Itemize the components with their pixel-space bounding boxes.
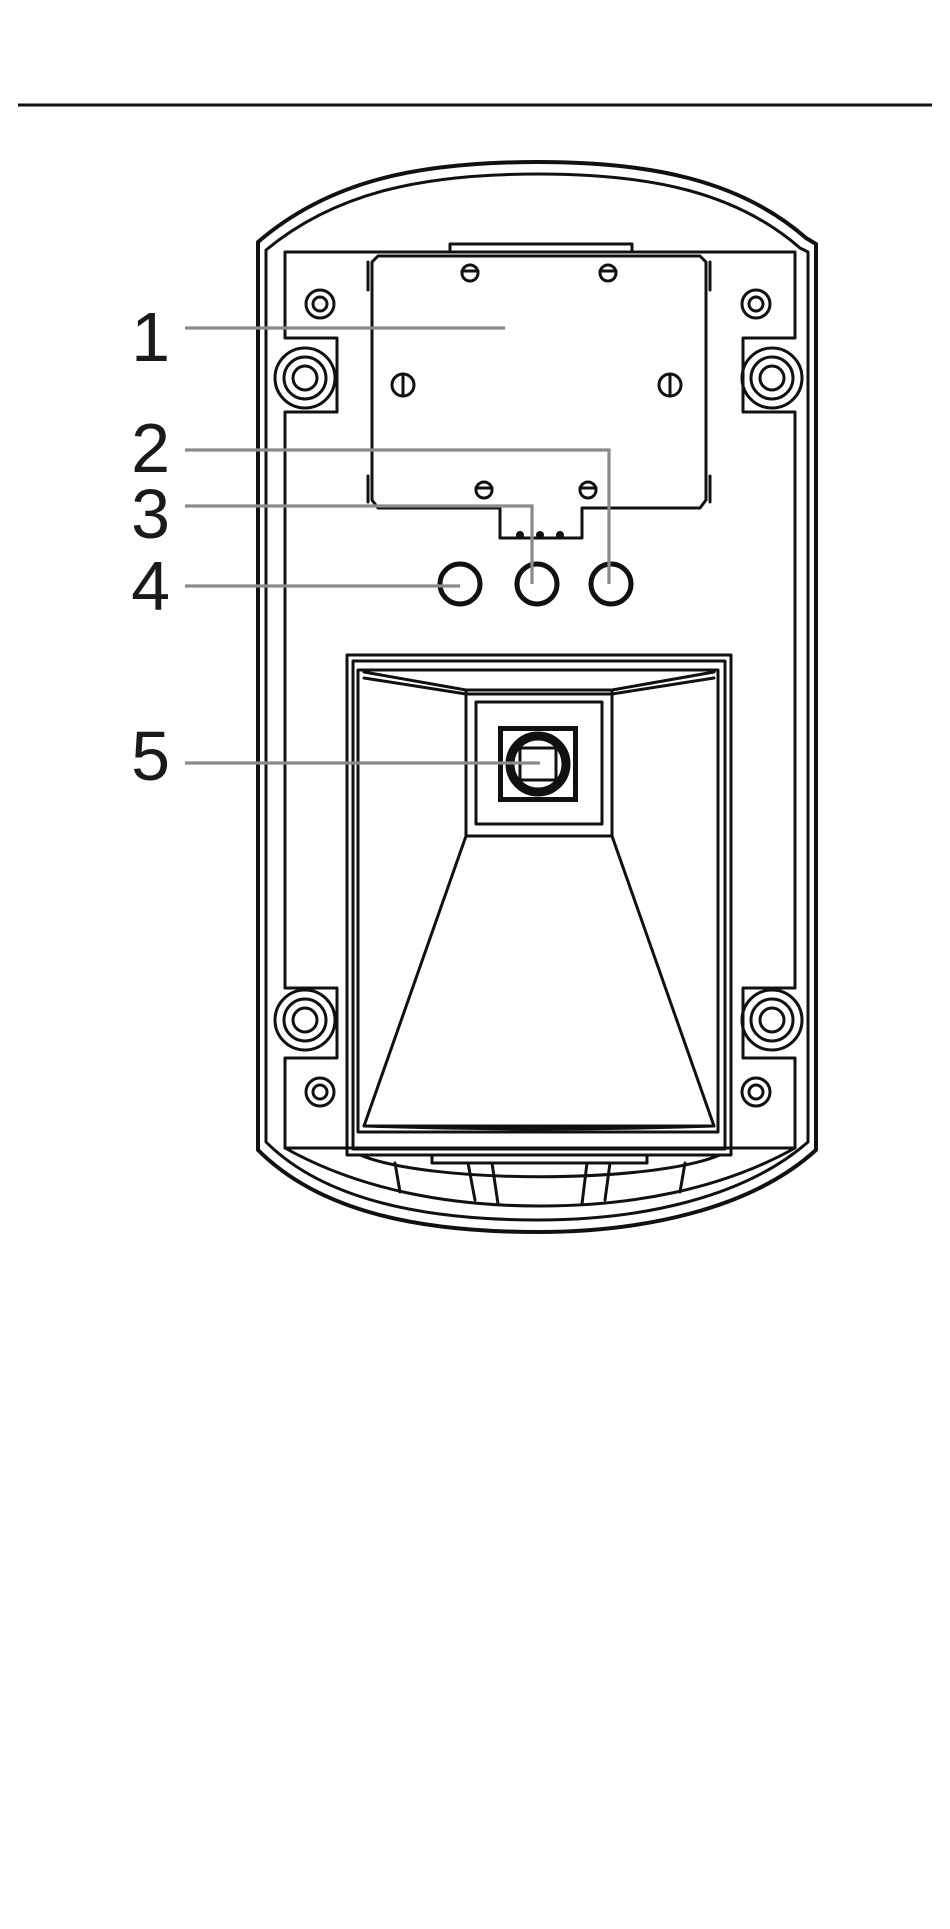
- circuit-board: [368, 244, 710, 539]
- indicator-holes: [440, 564, 631, 604]
- board-screws: [392, 265, 681, 498]
- hole-right: [591, 564, 631, 604]
- screw-top-right: [742, 290, 802, 408]
- callout-5: 5: [131, 717, 170, 795]
- leader-3: [185, 506, 532, 584]
- screw-bottom-right: [742, 990, 802, 1106]
- hole-center: [517, 564, 557, 604]
- callout-labels: 1 2 3 4 5: [131, 298, 170, 795]
- callout-1: 1: [131, 298, 170, 376]
- callout-4: 4: [131, 547, 170, 625]
- hole-left: [440, 564, 480, 604]
- callout-3: 3: [131, 475, 170, 553]
- horn-assembly: [347, 655, 731, 1155]
